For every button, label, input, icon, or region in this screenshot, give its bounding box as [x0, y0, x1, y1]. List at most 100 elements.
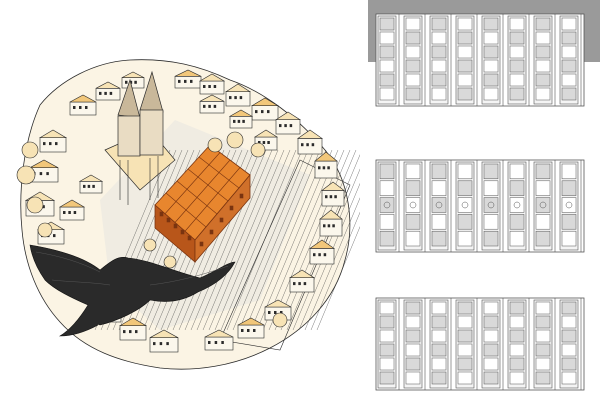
house-window: [221, 341, 224, 344]
house-window: [85, 106, 88, 109]
house-roof: [224, 83, 252, 92]
plan-room: [535, 180, 551, 196]
plan-room: [483, 31, 499, 45]
plan-room: [509, 301, 525, 315]
house-window: [49, 142, 52, 146]
plan-room: [561, 73, 577, 87]
plan-room: [379, 59, 395, 73]
pavement-hatch-line: [214, 149, 291, 331]
house-window: [153, 342, 156, 346]
house-window: [135, 330, 138, 334]
plan-room: [483, 180, 499, 196]
pavement-hatch-line: [196, 149, 273, 331]
house-window: [258, 141, 261, 144]
pavement-hatch-line: [292, 168, 360, 331]
house-window: [46, 172, 49, 176]
pavement-hatch-line: [274, 149, 351, 331]
tree: [250, 142, 266, 158]
plan-furniture: [461, 201, 469, 209]
pavement-hatch-line: [250, 149, 327, 331]
block-window: [219, 217, 224, 223]
house-window: [123, 330, 126, 334]
block-roof-line: [164, 152, 221, 214]
plan-room: [483, 315, 499, 329]
house-roof: [264, 299, 292, 308]
tree: [207, 137, 223, 153]
house: [309, 239, 335, 265]
plan-room: [457, 329, 473, 343]
plan-room: [405, 87, 421, 101]
house-window: [214, 341, 218, 344]
house: [288, 269, 316, 293]
plan-room: [535, 31, 551, 45]
plan-room: [379, 214, 395, 230]
plan-room: [405, 163, 421, 180]
plan-room: [457, 343, 473, 357]
house: [228, 109, 254, 129]
plan-room: [509, 371, 525, 385]
plan-room: [405, 17, 421, 31]
house-window: [267, 141, 270, 144]
plan-room: [431, 357, 447, 371]
house: [149, 329, 179, 353]
tree: [37, 222, 53, 238]
plan-room: [535, 197, 551, 213]
house-window: [73, 211, 77, 214]
house-roof: [309, 239, 335, 249]
floor-plans: [368, 0, 600, 391]
house-window: [318, 166, 321, 170]
plan-room: [405, 197, 421, 213]
house-roof: [95, 81, 121, 89]
plan-room: [379, 45, 395, 59]
house-window: [279, 124, 282, 128]
plan-room: [431, 343, 447, 357]
block-window: [209, 229, 214, 235]
house-window: [73, 106, 76, 109]
house: [204, 329, 234, 351]
plan-room: [431, 230, 447, 247]
pavement-hatch-line: [220, 149, 297, 331]
tree: [226, 131, 244, 149]
tree: [143, 238, 157, 252]
block-window: [180, 229, 185, 235]
plan-room: [405, 214, 421, 230]
house-window: [92, 184, 95, 188]
plan-room: [561, 31, 577, 45]
church: [104, 70, 176, 205]
plan-room: [535, 17, 551, 31]
house-window: [190, 79, 193, 83]
floor-plan-top: [375, 13, 585, 107]
house-window: [203, 104, 206, 108]
plan-room: [405, 343, 421, 357]
block-window: [173, 223, 178, 229]
plan-room: [535, 230, 551, 247]
plan-room: [483, 59, 499, 73]
plan-room: [509, 45, 525, 59]
pavement-hatch-line: [268, 149, 345, 331]
plan-room: [405, 301, 421, 315]
house-window: [159, 342, 163, 346]
plan-room: [509, 163, 525, 180]
plan-room: [535, 59, 551, 73]
plan-room: [405, 59, 421, 73]
pavement-hatch-line: [244, 149, 321, 331]
house: [118, 317, 148, 341]
pavement-hatch-line: [256, 149, 333, 331]
plan-room: [431, 214, 447, 230]
house-window: [268, 311, 271, 314]
plan-room: [509, 197, 525, 213]
plan-room: [561, 343, 577, 357]
plan-room: [405, 180, 421, 196]
plan-room: [431, 163, 447, 180]
plan-room: [431, 45, 447, 59]
tree: [272, 312, 288, 328]
house-roof: [274, 111, 302, 120]
house-window: [301, 143, 304, 147]
house-roof: [319, 209, 343, 220]
plan-room: [457, 301, 473, 315]
house: [297, 129, 323, 155]
house-roof: [69, 94, 97, 103]
plan-room: [457, 163, 473, 180]
house-roof: [174, 69, 202, 77]
plan-room: [561, 357, 577, 371]
